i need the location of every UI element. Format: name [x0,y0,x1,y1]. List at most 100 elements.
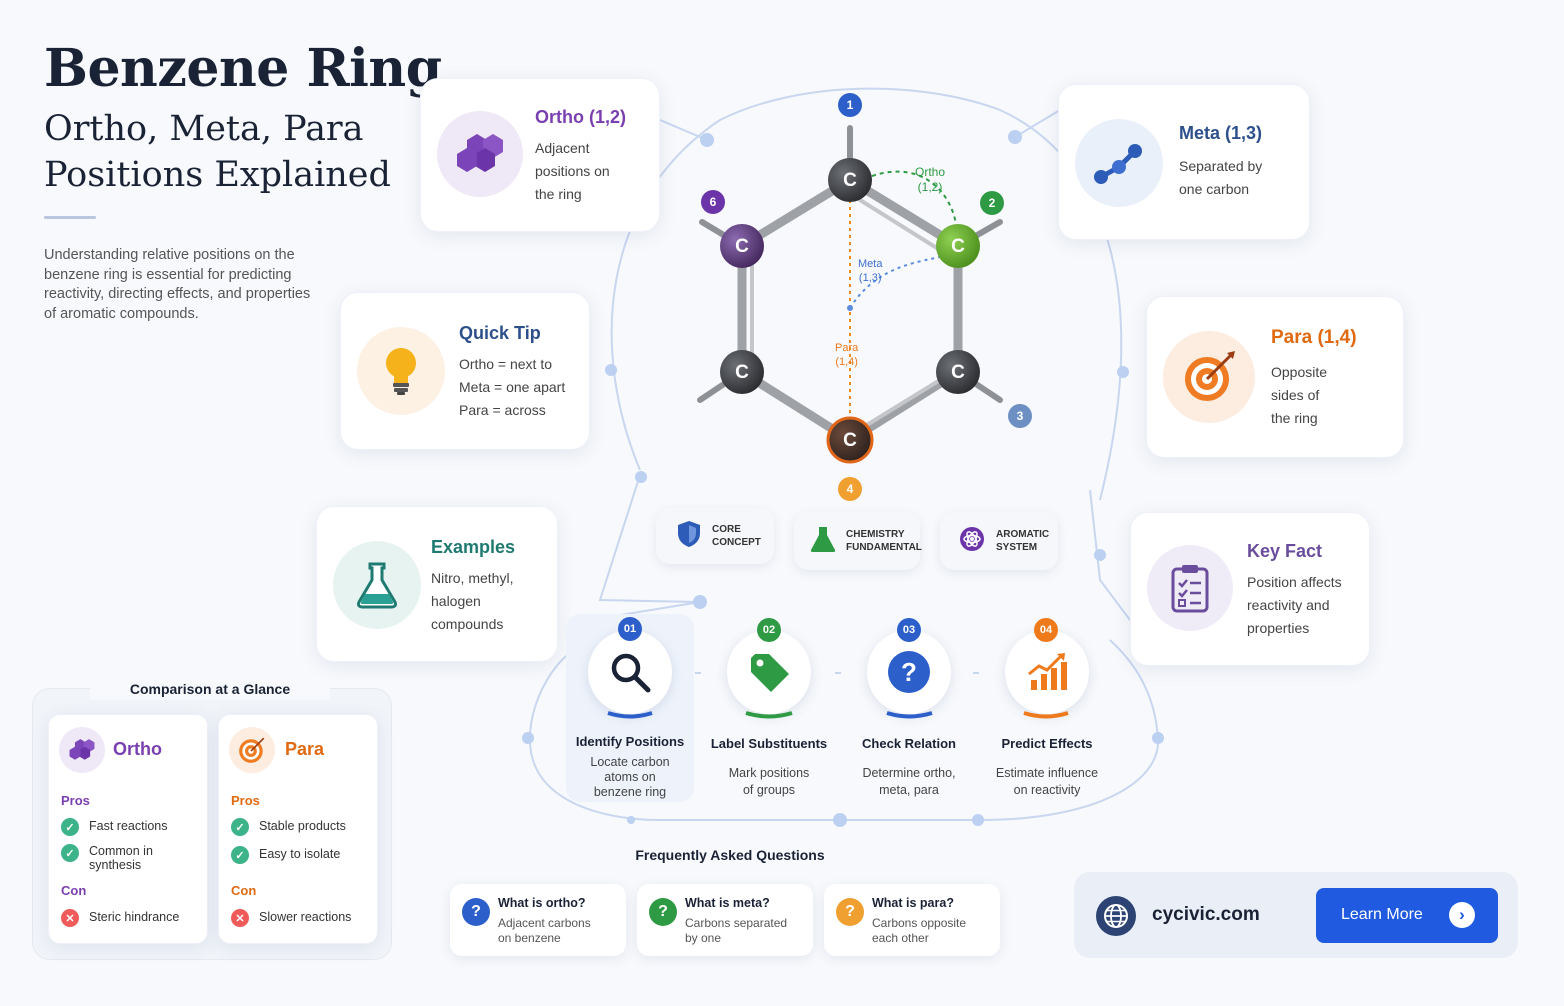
check-icon: ✓ [61,844,79,862]
pros-label: Pros [61,793,90,808]
title-divider [44,216,96,219]
site-link[interactable]: cycivic.com [1152,904,1260,925]
faq-answer: Carbons separated by one [685,916,788,945]
clipboard-checklist-icon [1147,545,1233,631]
meta-card-title: Meta (1,3) [1179,123,1263,143]
step-number-badge: 04 [1034,618,1058,642]
x-icon: ✕ [231,909,249,927]
pro-item: ✓Common in synthesis [61,844,153,872]
hexagon-cluster-icon [59,727,105,773]
con-label: Con [231,883,257,898]
page-title: Benzene Ring [44,38,442,99]
molecule-link-icon [1075,119,1163,207]
step-desc: Mark positions of groups [728,766,810,797]
chip-core-concept: CORE CONCEPT [656,508,774,564]
benzene-ring-diagram [697,125,1003,464]
chip-chemistry-fundamental: CHEMISTRY FUNDAMENTAL [794,512,922,570]
intro-text: Understanding relative positions on the … [44,247,311,322]
question-icon: ? [867,630,951,714]
atom-icon [958,525,986,558]
trend-up-icon [1005,630,1089,714]
svg-text:?: ? [901,657,917,687]
pro-item: ✓Stable products [231,818,346,836]
atom-label: C [951,362,965,383]
step-title: Identify Positions [575,734,685,749]
faq-item-para[interactable]: ? What is para? Carbons opposite each ot… [824,884,1000,956]
atom-label: C [843,170,857,191]
key-fact-card: Key Fact Position affects reactivity and… [1130,512,1370,666]
step-title: Predict Effects [1001,736,1093,751]
question-icon: ? [462,898,490,926]
ortho-card: Ortho (1,2) Adjacent positions on the ri… [420,78,660,232]
ortho-relation-label: Ortho (1,2) [915,165,946,194]
atom-label: C [735,362,749,383]
step-identify-positions: Identify Positions Locate carbon atoms o… [565,630,695,800]
comparison-para-name: Para [285,739,325,759]
para-relation-label: Para (1,4) [835,342,859,368]
key-fact-title: Key Fact [1247,541,1323,561]
atom-label: C [735,236,749,257]
flask-icon [333,541,421,629]
chip-aromatic-system: AROMATIC SYSTEM [940,512,1058,570]
target-icon [1163,331,1255,423]
step-desc: Determine ortho, meta, para [862,766,956,797]
para-card-text: Opposite sides of the ring [1271,364,1328,426]
chip-label: CHEMISTRY FUNDAMENTAL [846,529,922,553]
step-desc: Locate carbon atoms on benzene ring [590,755,670,799]
position-badge-1: 1 [838,93,862,117]
atom-label: C [951,236,965,257]
con-label: Con [61,883,87,898]
para-card-title: Para (1,4) [1271,327,1357,348]
lightbulb-icon [357,327,445,415]
faq-question: What is meta? [685,896,770,910]
ortho-card-title: Ortho (1,2) [535,107,627,127]
meta-relation-label: Meta (1,3) [858,258,883,284]
position-badge-4: 4 [838,477,862,501]
faq-item-ortho[interactable]: ? What is ortho? Adjacent carbons on ben… [450,884,626,956]
question-icon: ? [649,898,677,926]
examples-card: Examples Nitro, methyl, halogen compound… [316,506,558,662]
ortho-card-text: Adjacent positions on the ring [535,140,610,202]
hexagon-cluster-icon [437,111,523,197]
faq-title: Frequently Asked Questions [635,847,825,863]
target-icon [229,727,275,773]
question-icon: ? [836,898,864,926]
globe-icon [1096,896,1136,936]
quick-tip-text: Ortho = next to Meta = one apart Para = … [459,356,566,418]
quick-tip-title: Quick Tip [459,323,541,343]
chip-label: CORE CONCEPT [712,524,761,548]
comparison-title: Comparison at a Glance [90,678,330,700]
para-card: Para (1,4) Opposite sides of the ring [1146,296,1404,458]
step-desc: Estimate influence on reactivity [995,766,1099,797]
faq-question: What is ortho? [498,896,586,910]
tag-icon [727,630,811,714]
learn-more-button[interactable]: Learn More › [1316,888,1498,943]
shield-icon [676,519,702,554]
magnifier-icon [588,630,672,714]
comparison-para-card: Para Pros ✓Stable products ✓Easy to isol… [218,714,378,944]
x-icon: ✕ [61,909,79,927]
step-number-badge: 02 [757,618,781,642]
faq-answer: Adjacent carbons on benzene [498,916,591,945]
pros-label: Pros [231,793,260,808]
pro-item: ✓Easy to isolate [231,846,340,864]
step-number-badge: 01 [618,617,642,641]
check-icon: ✓ [231,846,249,864]
check-icon: ✓ [231,818,249,836]
learn-more-label: Learn More [1341,906,1423,923]
chip-label: AROMATIC SYSTEM [996,529,1050,553]
quick-tip-card: Quick Tip Ortho = next to Meta = one apa… [340,292,590,450]
meta-card: Meta (1,3) Separated by one carbon [1058,84,1310,240]
comparison-ortho-name: Ortho [113,739,162,759]
step-number-badge: 03 [897,618,921,642]
comparison-ortho-card: Ortho Pros ✓Fast reactions ✓Common in sy… [48,714,208,944]
meta-card-text: Separated by one carbon [1179,158,1263,197]
faq-item-meta[interactable]: ? What is meta? Carbons separated by one [637,884,813,956]
position-badge-6: 6 [701,190,725,214]
step-check-relation: ? Check Relation Determine ortho, meta, … [844,630,974,799]
step-label-substituents: Label Substituents Mark positions of gro… [704,630,834,799]
footer-bar: cycivic.com Learn More › [1074,872,1518,958]
step-connectors [607,672,1069,719]
chevron-right-icon: › [1449,902,1475,928]
